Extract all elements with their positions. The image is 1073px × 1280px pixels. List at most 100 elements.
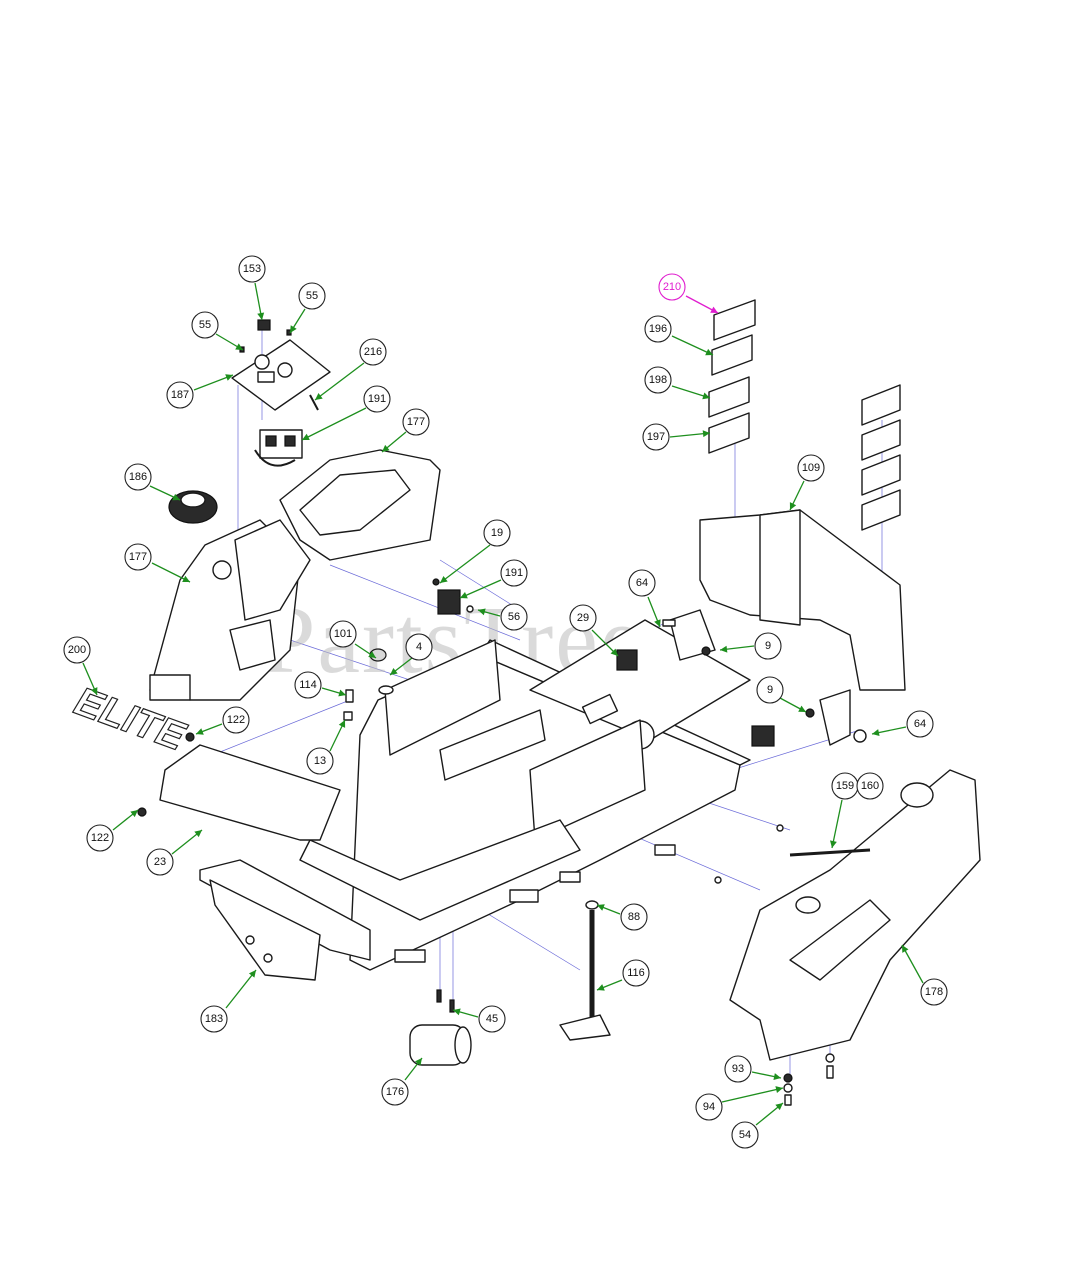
callout-circle bbox=[381, 1078, 409, 1106]
part-callout-116[interactable]: 116 bbox=[622, 959, 650, 987]
callout-label: 122 bbox=[91, 832, 109, 844]
leader-arrowhead bbox=[194, 830, 202, 838]
leader-arrowhead bbox=[130, 810, 138, 818]
part-callout-45[interactable]: 45 bbox=[478, 1005, 506, 1033]
callout-circle bbox=[329, 620, 357, 648]
part-callout-109[interactable]: 109 bbox=[797, 454, 825, 482]
front-plate bbox=[159, 744, 341, 841]
leader-line bbox=[671, 335, 714, 356]
lift-bar bbox=[559, 900, 611, 1041]
callout-circle bbox=[124, 463, 152, 491]
part-callout-93[interactable]: 93 bbox=[724, 1055, 752, 1083]
callout-circle bbox=[642, 423, 670, 451]
callout-circle bbox=[191, 311, 219, 339]
part-callout-13[interactable]: 13 bbox=[306, 747, 334, 775]
part-callout-177[interactable]: 177 bbox=[402, 408, 430, 436]
callout-label: 9 bbox=[765, 640, 771, 652]
callout-label: 187 bbox=[171, 389, 189, 401]
part-callout-64[interactable]: 64 bbox=[628, 569, 656, 597]
callout-circle bbox=[920, 978, 948, 1006]
part-callout-23[interactable]: 23 bbox=[146, 848, 174, 876]
part-callout-9[interactable]: 9 bbox=[756, 676, 784, 704]
starter-motor bbox=[409, 989, 472, 1066]
part-callout-160[interactable]: 160 bbox=[856, 772, 884, 800]
callout-circle bbox=[483, 519, 511, 547]
callout-circle bbox=[402, 408, 430, 436]
leader-arrowhead bbox=[172, 493, 180, 501]
part-callout-196[interactable]: 196 bbox=[644, 315, 672, 343]
part-callout-191[interactable]: 191 bbox=[500, 559, 528, 587]
part-callout-55[interactable]: 55 bbox=[298, 282, 326, 310]
part-callout-19[interactable]: 19 bbox=[483, 519, 511, 547]
leader-line bbox=[901, 944, 924, 984]
part-callout-159[interactable]: 159 bbox=[831, 772, 859, 800]
callout-circle bbox=[86, 824, 114, 852]
part-callout-153[interactable]: 153 bbox=[238, 255, 266, 283]
rear-hood bbox=[669, 509, 906, 746]
part-callout-55[interactable]: 55 bbox=[191, 311, 219, 339]
callout-label: 29 bbox=[577, 612, 589, 624]
callout-label: 55 bbox=[199, 319, 211, 331]
part-callout-101[interactable]: 101 bbox=[329, 620, 357, 648]
part-callout-210[interactable]: 210 bbox=[658, 273, 686, 301]
leader-line bbox=[301, 407, 367, 441]
callout-circle bbox=[644, 315, 672, 343]
relay-and-hardware bbox=[137, 578, 775, 817]
leader-arrowhead bbox=[196, 728, 204, 735]
part-callout-54[interactable]: 54 bbox=[731, 1121, 759, 1149]
part-callout-122[interactable]: 122 bbox=[86, 824, 114, 852]
part-callout-56[interactable]: 56 bbox=[500, 603, 528, 631]
leader-arrowhead bbox=[390, 667, 398, 675]
callout-circle bbox=[478, 1005, 506, 1033]
leader-arrowhead bbox=[872, 729, 880, 737]
wiring-harness bbox=[254, 429, 303, 467]
part-callout-198[interactable]: 198 bbox=[644, 366, 672, 394]
part-callout-197[interactable]: 197 bbox=[642, 423, 670, 451]
callout-label: 122 bbox=[227, 714, 245, 726]
callout-circle bbox=[856, 772, 884, 800]
part-callout-176[interactable]: 176 bbox=[381, 1078, 409, 1106]
part-callout-177[interactable]: 177 bbox=[124, 543, 152, 571]
callout-label: 114 bbox=[299, 679, 317, 691]
callout-label: 186 bbox=[129, 471, 147, 483]
part-callout-114[interactable]: 114 bbox=[294, 671, 322, 699]
part-callout-64[interactable]: 64 bbox=[906, 710, 934, 738]
leader-line bbox=[225, 969, 257, 1009]
leader-arrowhead bbox=[290, 325, 297, 333]
leader-arrowhead bbox=[257, 312, 265, 320]
leader-line bbox=[314, 362, 365, 401]
part-callout-178[interactable]: 178 bbox=[920, 978, 948, 1006]
leader-lines bbox=[82, 282, 924, 1126]
part-callout-122[interactable]: 122 bbox=[222, 706, 250, 734]
part-callout-191[interactable]: 191 bbox=[363, 385, 391, 413]
part-callout-187[interactable]: 187 bbox=[166, 381, 194, 409]
part-callout-216[interactable]: 216 bbox=[359, 338, 387, 366]
part-callout-9[interactable]: 9 bbox=[754, 632, 782, 660]
callout-circle bbox=[298, 282, 326, 310]
callout-circle bbox=[166, 381, 194, 409]
callout-circle bbox=[500, 559, 528, 587]
part-callout-183[interactable]: 183 bbox=[200, 1005, 228, 1033]
decal-stack bbox=[708, 299, 901, 531]
callout-label: 200 bbox=[68, 644, 86, 656]
leader-arrowhead bbox=[702, 430, 710, 438]
leader-arrowhead bbox=[182, 575, 190, 582]
part-callout-88[interactable]: 88 bbox=[620, 903, 648, 931]
callout-bubbles: 153 55 55 216 187 191 177 186 177 19 191 56 29 101 4 20… bbox=[63, 255, 948, 1149]
part-callout-200[interactable]: 200 bbox=[63, 636, 91, 664]
leader-arrowhead bbox=[830, 840, 837, 848]
part-callout-29[interactable]: 29 bbox=[569, 604, 597, 632]
part-callout-186[interactable]: 186 bbox=[124, 463, 152, 491]
callout-label: 88 bbox=[628, 911, 640, 923]
callout-label: 198 bbox=[649, 374, 667, 386]
callout-label: 64 bbox=[914, 718, 926, 730]
leader-arrowhead bbox=[478, 608, 486, 616]
callout-label: 177 bbox=[407, 416, 425, 428]
callout-label: 13 bbox=[314, 755, 326, 767]
leader-arrowhead bbox=[414, 1058, 422, 1066]
part-callout-4[interactable]: 4 bbox=[405, 633, 433, 661]
right-fender bbox=[729, 769, 981, 1061]
part-callout-94[interactable]: 94 bbox=[695, 1093, 723, 1121]
callout-circle bbox=[500, 603, 528, 631]
